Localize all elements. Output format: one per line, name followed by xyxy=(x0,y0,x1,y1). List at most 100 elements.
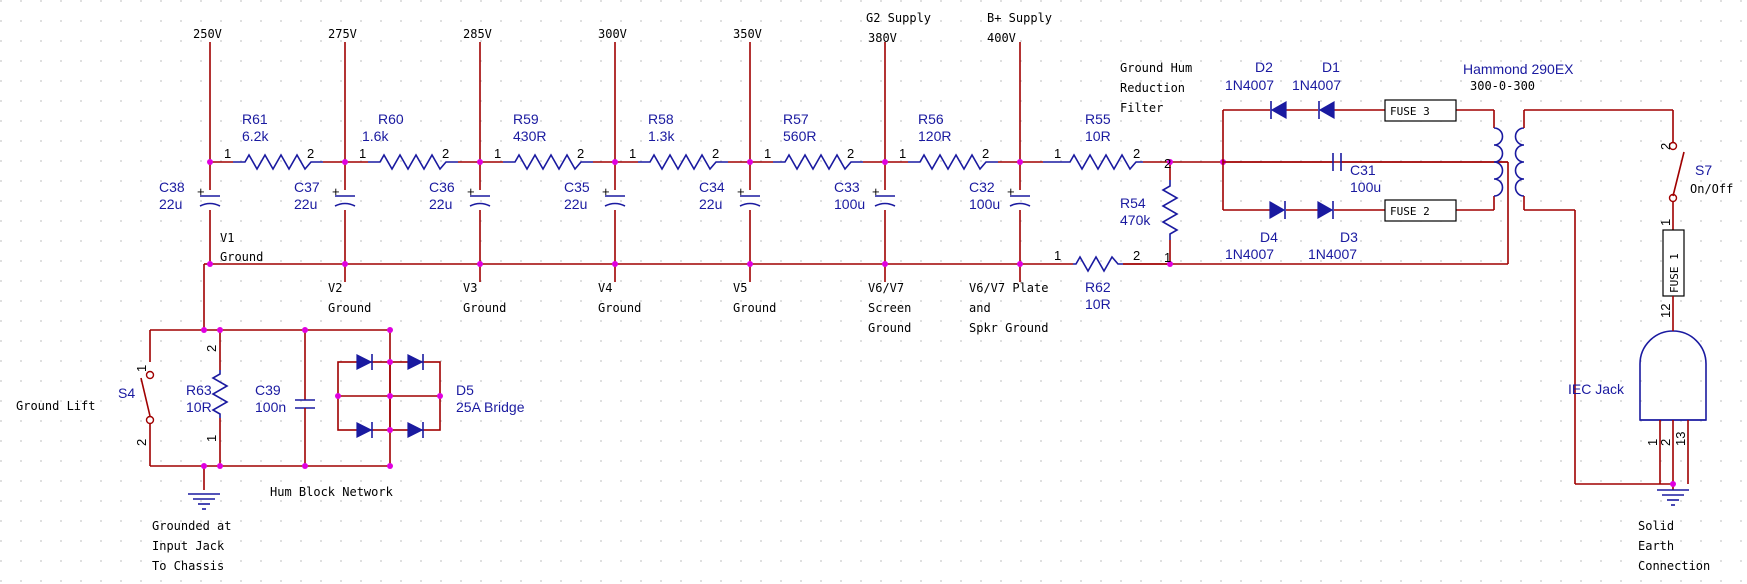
s7-label: On/Off xyxy=(1690,182,1733,196)
fuse1-pin1: 1 xyxy=(1658,219,1673,226)
svg-text:1: 1 xyxy=(359,146,366,161)
hum-filter-note-1: Ground Hum xyxy=(1120,61,1192,75)
filter-capacitors: + + + + + + + xyxy=(197,184,1031,207)
c36-ref: C36 xyxy=(429,179,455,195)
c37-value: 22u xyxy=(294,196,317,212)
svg-text:+: + xyxy=(872,184,880,199)
svg-text:+: + xyxy=(197,184,205,199)
svg-text:1: 1 xyxy=(629,146,636,161)
svg-text:2: 2 xyxy=(1164,156,1171,171)
svg-text:2: 2 xyxy=(712,146,719,161)
junctions xyxy=(207,159,1226,267)
r63-value: 10R xyxy=(186,399,212,415)
c35-value: 22u xyxy=(564,196,587,212)
svg-text:2: 2 xyxy=(1133,146,1140,161)
capacitor-c34: + xyxy=(737,184,761,207)
diode-d3 xyxy=(1317,200,1334,220)
resistor-r62 xyxy=(1073,255,1123,273)
r63-pin1: 1 xyxy=(204,435,219,442)
hum-block-label: Hum Block Network xyxy=(270,485,394,499)
iec-jack xyxy=(1639,330,1707,484)
switch-s7 xyxy=(1668,141,1685,230)
voltage-285v: 285V xyxy=(463,27,492,41)
s7-ref: S7 xyxy=(1695,162,1712,178)
iec-pin-1: 1 xyxy=(1645,439,1660,446)
svg-text:+: + xyxy=(332,184,340,199)
v3-label: V3 xyxy=(463,281,477,295)
capacitor-c35: + xyxy=(602,184,626,207)
hum-block-network xyxy=(140,327,443,510)
fuse-2-label: FUSE 2 xyxy=(1390,205,1430,218)
r60-value: 1.6k xyxy=(362,128,389,144)
v1-ground: Ground xyxy=(220,250,263,264)
v4-label: V4 xyxy=(598,281,612,295)
r58-ref: R58 xyxy=(648,111,674,127)
r57-ref: R57 xyxy=(783,111,809,127)
svg-text:1: 1 xyxy=(1054,248,1061,263)
r56-value: 120R xyxy=(918,128,951,144)
v6v7-screen-l3: Ground xyxy=(868,321,911,335)
diode-d2 xyxy=(1270,100,1287,120)
fuse-1-label: FUSE 1 xyxy=(1668,253,1681,293)
svg-text:+: + xyxy=(602,184,610,199)
capacitor-c36: + xyxy=(467,184,491,207)
r54-value: 470k xyxy=(1120,212,1151,228)
c33-ref: C33 xyxy=(834,179,860,195)
transformer-rating: 300-0-300 xyxy=(1470,79,1535,93)
svg-text:2: 2 xyxy=(577,146,584,161)
hum-filter-note-2: Reduction xyxy=(1120,81,1185,95)
fuse-3-label: FUSE 3 xyxy=(1390,105,1430,118)
r61-value: 6.2k xyxy=(242,128,269,144)
c31-ref: C31 xyxy=(1350,162,1376,178)
resistor-r60 xyxy=(368,153,458,171)
transformer-name: Hammond 290EX xyxy=(1463,61,1574,77)
voltage-275v: 275V xyxy=(328,27,357,41)
rail-resistors xyxy=(233,153,1143,273)
voltage-380v: 380V xyxy=(868,31,897,45)
resistor-r61 xyxy=(233,153,323,171)
capacitor-c31 xyxy=(1332,153,1342,171)
resistor-r56 xyxy=(908,153,998,171)
capacitor-c38: + xyxy=(197,184,221,207)
fuse-2 xyxy=(1384,199,1457,222)
r56-ref: R56 xyxy=(918,111,944,127)
svg-text:2: 2 xyxy=(307,146,314,161)
c38-value: 22u xyxy=(159,196,182,212)
svg-text:2: 2 xyxy=(847,146,854,161)
c33-value: 100u xyxy=(834,196,865,212)
v6v7-plate-label: V6/V7 Plate xyxy=(969,281,1048,295)
c34-ref: C34 xyxy=(699,179,725,195)
d5-value: 25A Bridge xyxy=(456,399,525,415)
svg-text:1: 1 xyxy=(1054,146,1061,161)
s4-ref: S4 xyxy=(118,385,135,401)
fuse-1 xyxy=(1662,229,1685,330)
capacitor-c32: + xyxy=(1007,184,1031,207)
v6v7-plate-l2: and xyxy=(969,301,991,315)
voltage-250v: 250V xyxy=(193,27,222,41)
svg-text:1: 1 xyxy=(494,146,501,161)
v1-label: V1 xyxy=(220,231,234,245)
d2-ref: D2 xyxy=(1255,59,1273,75)
transformer-hammond-290ex xyxy=(1493,110,1525,210)
r60-ref: R60 xyxy=(378,111,404,127)
c39-value: 100n xyxy=(255,399,286,415)
s4-pin2: 2 xyxy=(134,439,149,446)
s4-pin1: 1 xyxy=(134,365,149,372)
solid-earth-note-3: Connection xyxy=(1638,559,1710,573)
grounded-note-1: Grounded at xyxy=(152,519,231,533)
v2-label: V2 xyxy=(328,281,342,295)
svg-text:+: + xyxy=(467,184,475,199)
c36-value: 22u xyxy=(429,196,452,212)
voltage-350v: 350V xyxy=(733,27,762,41)
solid-earth-note-1: Solid xyxy=(1638,519,1674,533)
iec-pin-2: 2 xyxy=(1658,439,1673,446)
diode-d1 xyxy=(1318,100,1335,120)
resistor-r59 xyxy=(503,153,593,171)
d4-ref: D4 xyxy=(1260,229,1278,245)
voltage-300v: 300V xyxy=(598,27,627,41)
rail-wires xyxy=(203,42,1508,330)
d3-ref: D3 xyxy=(1340,229,1358,245)
r62-value: 10R xyxy=(1085,296,1111,312)
r55-ref: R55 xyxy=(1085,111,1111,127)
